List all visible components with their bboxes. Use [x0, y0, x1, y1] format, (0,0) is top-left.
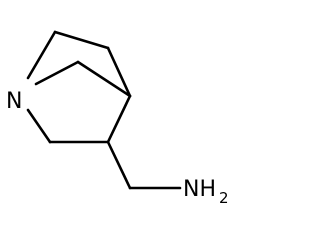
bond-top-right-carbon-to-bridgehead	[106, 46, 132, 98]
bond-top-carbon-to-top-right-carbon	[53, 30, 110, 50]
bond-n-to-lower-carbon	[26, 108, 52, 144]
bond-n-to-top-carbon	[26, 30, 57, 80]
amine-label: NH	[183, 177, 216, 202]
bond-c3-to-methylene	[106, 140, 132, 190]
bond-bridge-carbon-to-bridgehead	[76, 60, 132, 98]
bond-n-to-bridge-carbon	[34, 60, 80, 86]
bond-c3-to-bridgehead	[106, 94, 132, 144]
ring-nitrogen-label: N	[6, 89, 22, 114]
structure-canvas: N NH 2	[6, 30, 229, 207]
molecule-structure: N NH 2	[6, 30, 229, 207]
amine-subscript: 2	[219, 189, 229, 207]
